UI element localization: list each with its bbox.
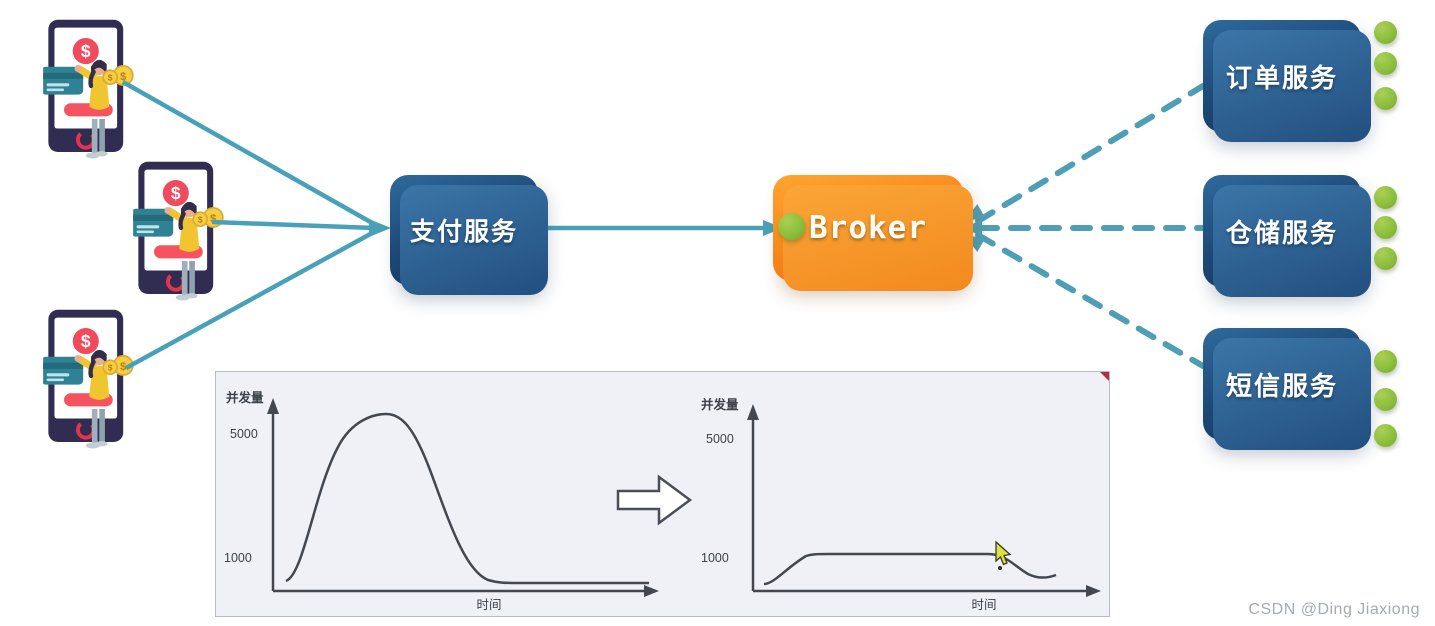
warehouse-service-node: 仓储服务 — [1203, 175, 1371, 297]
box-shadow-layer — [1213, 185, 1371, 297]
axes — [271, 408, 648, 593]
message-dot — [1374, 388, 1397, 411]
axis-arrowheads — [747, 404, 1101, 597]
message-dot — [1374, 186, 1397, 209]
warehouse-service-label: 仓储服务 — [1225, 217, 1338, 248]
message-dot — [1374, 424, 1397, 447]
box-shadow-layer — [1213, 338, 1371, 450]
y-tick-5000: 5000 — [230, 427, 258, 441]
y-tick-1000: 1000 — [701, 551, 729, 565]
message-dot — [1374, 350, 1397, 373]
transform-arrow-icon — [616, 474, 693, 526]
y-tick-1000: 1000 — [224, 551, 252, 565]
sms-service-label: 短信服务 — [1225, 370, 1338, 401]
x-axis-label: 时间 — [476, 598, 501, 612]
y-tick-5000: 5000 — [706, 432, 734, 446]
box-shadow-layer — [783, 185, 973, 291]
spike-curve — [285, 412, 649, 585]
comment-marker-icon — [1100, 372, 1109, 381]
y-axis-label: 并发量 — [226, 390, 264, 405]
message-dot — [1374, 247, 1397, 270]
y-axis-label: 并发量 — [701, 397, 739, 412]
watermark: CSDN @Ding Jiaxiong — [1248, 601, 1420, 618]
x-axis-label: 时间 — [971, 598, 996, 612]
broker-label: Broker — [809, 210, 927, 246]
axis-arrowheads — [267, 398, 659, 597]
payment-service-node: 支付服务 — [390, 175, 548, 295]
order-service-label: 订单服务 — [1225, 62, 1338, 93]
chart-after: 并发量 5000 1000 时间 — [701, 397, 1101, 612]
message-dot — [1374, 21, 1397, 44]
box-shadow-layer — [400, 185, 548, 295]
message-dot — [1374, 52, 1397, 75]
peak-shaving-chart-panel: 并发量 5000 1000 时间 并发量 5000 1000 时间 — [215, 371, 1110, 617]
box-shadow-layer — [1213, 30, 1371, 142]
smoothed-curve — [763, 552, 1057, 586]
sms-service-node: 短信服务 — [1203, 328, 1371, 450]
broker-service-dashed-lines — [975, 83, 1206, 369]
user-to-payment-lines — [121, 80, 376, 370]
message-dot — [1374, 87, 1397, 110]
axes — [751, 414, 1090, 593]
message-dot — [1374, 216, 1397, 239]
order-service-node: 订单服务 — [1203, 20, 1371, 142]
payment-service-label: 支付服务 — [409, 218, 518, 246]
mouse-cursor-icon — [995, 540, 1012, 570]
arrowhead-into-payment — [369, 219, 391, 237]
broker-port-dot — [778, 213, 805, 240]
chart-before: 并发量 5000 1000 时间 — [224, 390, 659, 612]
